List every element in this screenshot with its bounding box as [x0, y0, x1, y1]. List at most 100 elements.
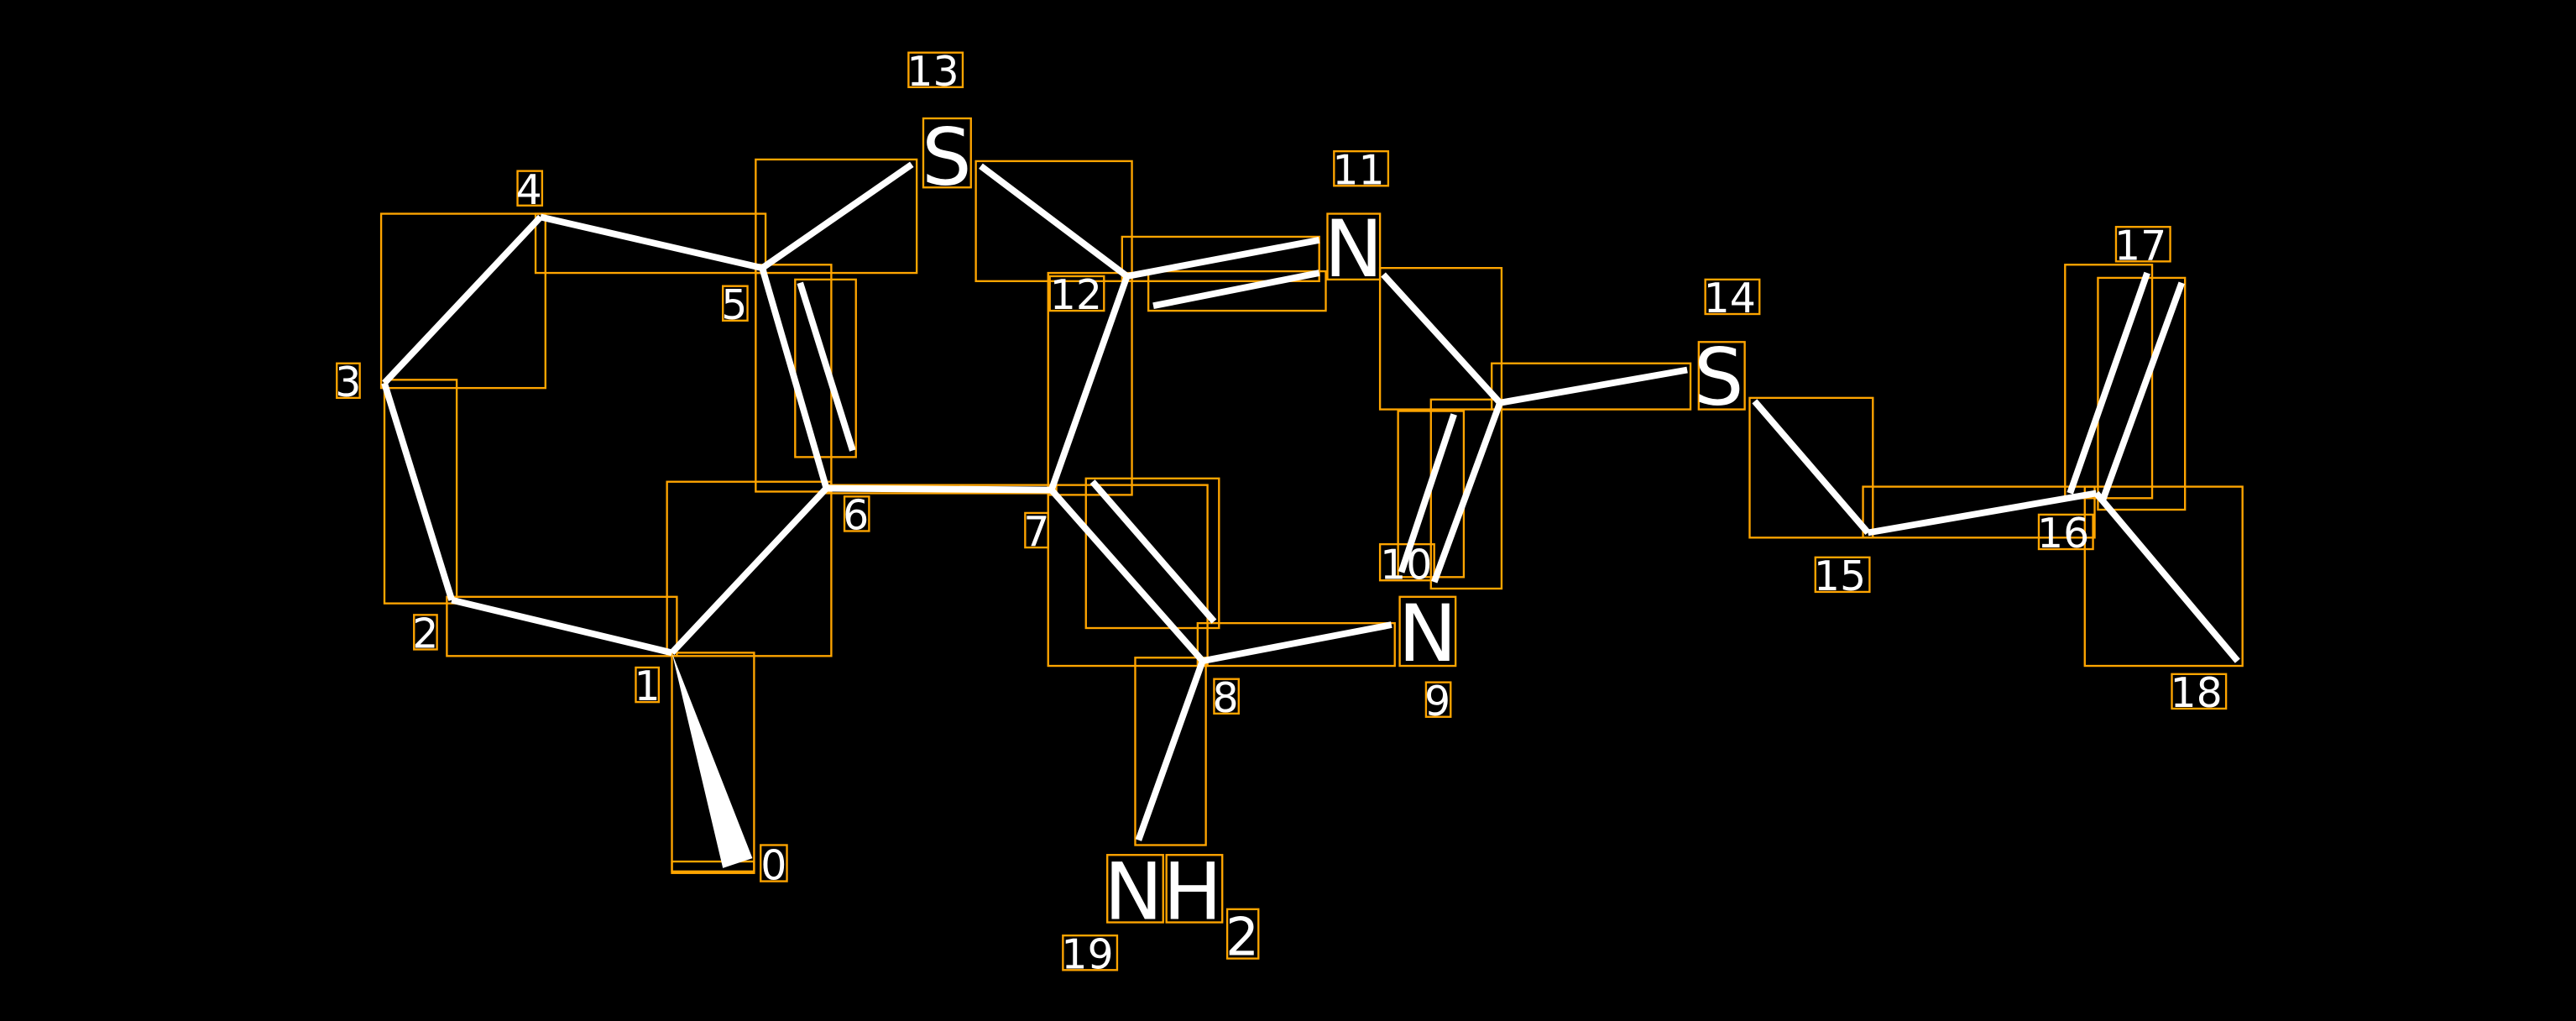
bond-7-8	[1048, 487, 1205, 663]
atom-index-1: 1	[635, 662, 661, 710]
bounding-box	[379, 212, 546, 390]
bounding-box	[794, 278, 857, 458]
bond-11-10	[1381, 272, 1502, 406]
atom-index-4: 4	[516, 166, 542, 214]
atom-index-18: 18	[2171, 669, 2223, 717]
atom-index-11: 11	[1332, 146, 1384, 194]
atom-index-14: 14	[1704, 275, 1756, 322]
atom-index-19: 19	[1061, 930, 1113, 978]
atom-index-15: 15	[1814, 552, 1866, 600]
atom-index-0: 0	[760, 842, 786, 890]
bounding-box	[516, 170, 544, 207]
bounding-box	[1024, 511, 1049, 549]
bounding-box	[1748, 396, 1874, 539]
bounding-box	[1862, 485, 2096, 539]
bond-4-5	[540, 213, 764, 271]
bounding-box	[843, 495, 870, 532]
bond-12-11	[1126, 237, 1320, 280]
bounding-box	[671, 652, 755, 872]
atom-symbol-19-subscript: 2	[1225, 907, 1259, 968]
bounding-box	[760, 844, 788, 882]
bond-8-9	[1201, 621, 1393, 665]
atom-index-12: 12	[1050, 271, 1102, 319]
atom-index-3: 3	[335, 359, 361, 406]
bounding-box	[1326, 212, 1382, 281]
bonds	[381, 161, 2240, 868]
bond-6-1	[669, 485, 829, 656]
bounding-box	[1398, 595, 1457, 668]
atom-index-13: 13	[907, 48, 959, 96]
bounding-box	[1047, 271, 1133, 496]
bond-1-2	[451, 596, 673, 657]
atom-symbols: S N S N NH 2	[922, 112, 1744, 967]
bond-16-17-inner	[2099, 281, 2185, 501]
bounding-box	[1196, 621, 1396, 668]
bounding-box	[1378, 267, 1503, 411]
atom-symbol-9: N	[1398, 589, 1457, 680]
atom-indices: 0 1 2 3 4 5 6 7 8 9 10 11 12 13 14 15 16…	[335, 48, 2223, 979]
bounding-box	[1213, 678, 1240, 715]
bounding-box	[446, 595, 678, 657]
bounding-box	[383, 379, 458, 605]
bounding-box	[666, 480, 833, 657]
bounding-box	[722, 285, 749, 322]
bond-5-6	[759, 267, 830, 490]
bounding-box	[2114, 226, 2171, 263]
bond-7-12	[1048, 275, 1131, 491]
bond-7-8-inner	[1089, 479, 1217, 624]
atom-index-9: 9	[1424, 678, 1450, 725]
atom-symbol-19: NH	[1104, 847, 1222, 939]
bounding-box	[2171, 673, 2228, 710]
bond-15-16	[1867, 490, 2098, 537]
bounding-box	[1333, 149, 1390, 187]
wedge-bond-1-0	[671, 652, 753, 868]
bounding-box	[1424, 681, 1452, 718]
bounding-box	[1121, 235, 1320, 283]
bounding-box	[2097, 276, 2187, 511]
atom-index-2: 2	[412, 610, 438, 657]
bounding-box	[1378, 542, 1435, 582]
bounding-box	[534, 212, 767, 275]
bounding-boxes	[336, 51, 2244, 971]
bounding-box	[922, 117, 972, 189]
bounding-box	[907, 51, 964, 88]
atom-index-16: 16	[2037, 510, 2089, 558]
bond-12-11-inner	[1152, 270, 1320, 310]
bounding-box	[1814, 556, 1871, 594]
bond-2-3	[381, 382, 455, 601]
bounding-box	[413, 614, 438, 651]
atom-symbol-14: S	[1694, 332, 1744, 424]
bounding-box	[1147, 270, 1327, 312]
bond-13-12	[979, 163, 1130, 280]
bounding-box	[336, 362, 361, 400]
atom-index-7: 7	[1023, 508, 1049, 556]
atom-index-6: 6	[843, 492, 869, 540]
bounding-box	[2064, 264, 2154, 500]
bounding-box	[755, 158, 918, 275]
bounding-box	[1134, 657, 1207, 846]
bounding-box	[671, 860, 755, 874]
bounding-box	[1697, 341, 1746, 411]
bounding-box	[1084, 477, 1220, 630]
bond-10-14	[1499, 366, 1688, 406]
bounding-box	[1106, 854, 1164, 924]
bounding-box	[1047, 484, 1209, 668]
bond-8-19	[1135, 659, 1206, 841]
bounding-box	[1048, 275, 1105, 312]
bond-10-ext	[1431, 401, 1503, 584]
bounding-box	[1429, 398, 1503, 590]
bond-14-15	[1752, 399, 1871, 535]
atom-symbol-11: N	[1325, 204, 1383, 296]
bond-16-18	[2093, 490, 2240, 663]
atom-index-8: 8	[1212, 674, 1238, 722]
bond-16-17	[2067, 271, 2150, 495]
bounding-box	[1165, 854, 1224, 924]
bounding-box	[974, 160, 1133, 283]
bond-5-6-inner	[797, 281, 856, 452]
bounding-box	[2037, 513, 2094, 551]
bounding-box	[1062, 935, 1119, 971]
bond-6-7	[826, 484, 1052, 494]
atom-index-17: 17	[2114, 222, 2166, 270]
bounding-box	[1491, 362, 1692, 411]
